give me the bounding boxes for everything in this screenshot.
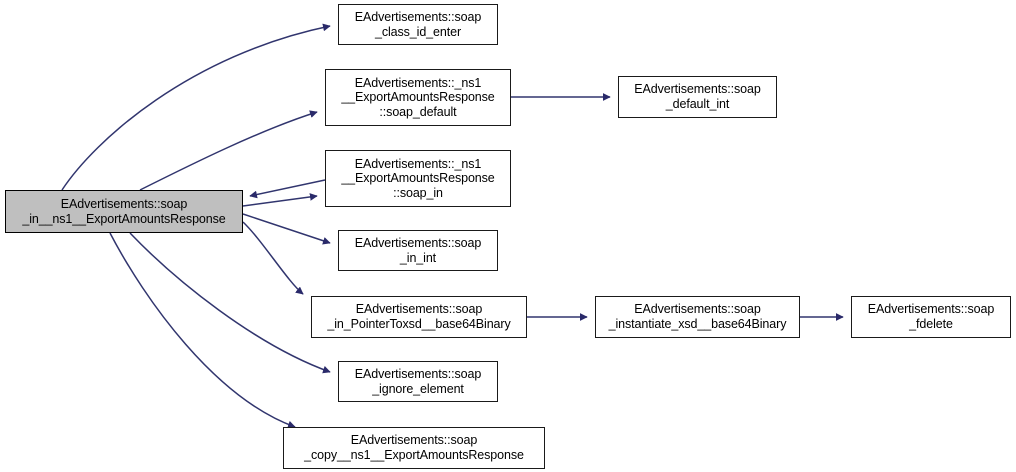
graph-node-label-line: EAdvertisements::soap (60, 196, 188, 211)
graph-node-label-line: _copy__ns1__ExportAmountsResponse (304, 448, 524, 462)
graph-node-label-line: EAdvertisements::soap (355, 302, 483, 317)
graph-node-label-line: _fdelete (909, 317, 953, 331)
graph-node-label-line: _in_PointerToxsd__base64Binary (327, 317, 511, 331)
graph-node-label-line: EAdvertisements::soap (354, 235, 482, 250)
graph-node-label-line: _in_int (399, 250, 437, 265)
graph-node-label-line: EAdvertisements::soap (867, 302, 995, 317)
edge-main-to-soap_in_int (242, 213, 331, 245)
graph-node-label-line: __ExportAmountsResponse (341, 90, 495, 105)
graph-node-label-line: _default_int (665, 97, 730, 111)
graph-node-label-line: EAdvertisements::soap (354, 366, 482, 381)
graph-node-label-line: _instantiate_xsd__base64Binary (608, 317, 787, 331)
edge-main-to-soap_in_member (242, 193, 318, 207)
graph-node-soap_in_int[interactable]: EAdvertisements::soap_in_int (338, 230, 498, 271)
graph-node-label-line: __ExportAmountsResponse (341, 171, 495, 186)
graph-node-label-line: EAdvertisements::_ns1 (354, 156, 482, 171)
graph-node-soap_in_member[interactable]: EAdvertisements::_ns1__ExportAmountsResp… (325, 150, 511, 207)
graph-node-ignore_element[interactable]: EAdvertisements::soap_ignore_element (338, 361, 498, 402)
graph-node-label-line: _class_id_enter (374, 24, 462, 39)
graph-node-label-line: EAdvertisements::soap (634, 82, 761, 97)
edge-soap_in_member-to-main (249, 179, 326, 199)
graph-node-label-line: ::soap_in (393, 185, 443, 200)
graph-node-label-line: EAdvertisements::soap (634, 302, 761, 317)
graph-node-instantiate_base64[interactable]: EAdvertisements::soap_instantiate_xsd__b… (595, 296, 800, 338)
edge-main-to-class_id_enter (61, 23, 331, 191)
graph-node-soap_fdelete[interactable]: EAdvertisements::soap_fdelete (851, 296, 1011, 338)
graph-node-copy_response[interactable]: EAdvertisements::soap_copy__ns1__ExportA… (283, 427, 545, 469)
graph-node-label-line: _ignore_element (372, 381, 464, 396)
edge-main-to-ignore_element (129, 232, 331, 374)
graph-node-label-line: ::soap_default (379, 104, 457, 119)
graph-node-label-line: _in__ns1__ExportAmountsResponse (22, 211, 226, 226)
edge-main-to-copy_response (109, 232, 296, 429)
edge-main-to-soap_default (139, 110, 318, 191)
edge-main-to-in_pointer_base64 (242, 221, 304, 295)
graph-node-label-line: EAdvertisements::soap (354, 9, 482, 24)
graph-node-in_pointer_base64[interactable]: EAdvertisements::soap_in_PointerToxsd__b… (311, 296, 527, 338)
graph-node-soap_default_int[interactable]: EAdvertisements::soap_default_int (618, 76, 777, 118)
graph-node-class_id_enter[interactable]: EAdvertisements::soap_class_id_enter (338, 4, 498, 45)
graph-node-label-line: EAdvertisements::soap (350, 433, 478, 448)
graph-node-soap_default[interactable]: EAdvertisements::_ns1__ExportAmountsResp… (325, 69, 511, 126)
graph-node-label-line: EAdvertisements::_ns1 (354, 75, 482, 90)
graph-node-main[interactable]: EAdvertisements::soap_in__ns1__ExportAmo… (5, 190, 243, 233)
